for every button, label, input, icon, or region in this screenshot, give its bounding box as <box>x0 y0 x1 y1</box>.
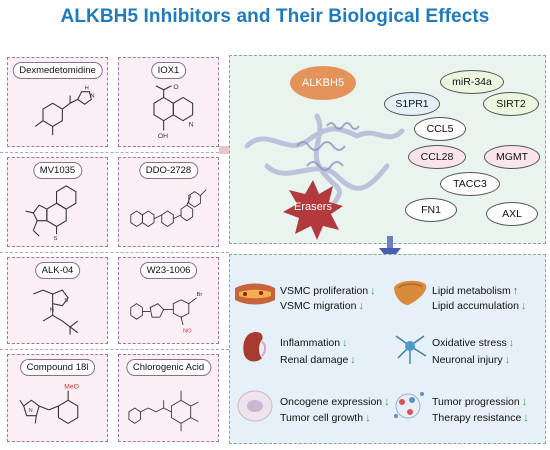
inhibitor-card-ddo-2728: DDO-2728 <box>118 157 219 247</box>
hydroxyl-label: OH <box>158 133 168 140</box>
svg-text:N: N <box>90 93 94 99</box>
divider <box>0 152 229 153</box>
effect-label: Lipid accumulation <box>432 300 519 312</box>
effect-label: Neuronal injury <box>432 354 503 366</box>
effect-item: Inflammation↓ <box>280 337 348 350</box>
decrease-arrow-icon: ↓ <box>342 337 348 349</box>
decrease-arrow-icon: ↓ <box>350 354 356 366</box>
tumor-cells-icon <box>394 392 424 419</box>
inhibitor-name: Chlorogenic Acid <box>125 359 212 376</box>
chemical-structure-icon: OH O N <box>125 82 212 140</box>
effect-item: Oxidative stress↓ <box>432 337 514 350</box>
effect-label: Oncogene expression <box>280 396 383 408</box>
target-mgmt: MGMT <box>484 145 540 169</box>
effect-label: Therapy resistance <box>432 412 522 424</box>
effect-item: Therapy resistance↓ <box>432 412 529 425</box>
erasers-label: Erasers <box>294 201 332 213</box>
inhibitor-name: IOX1 <box>150 62 187 79</box>
chemical-structure-icon: MeO N <box>14 379 101 435</box>
effect-item: Neuronal injury↓ <box>432 354 510 367</box>
inhibitor-card-compound-18l: Compound 18l MeO N <box>7 354 108 442</box>
effect-item: Lipid accumulation↓ <box>432 300 526 313</box>
blood-vessel-icon <box>235 283 275 305</box>
effect-item: VSMC proliferation↓ <box>280 285 376 298</box>
target-mir-34a: miR-34a <box>440 70 504 94</box>
svg-text:N: N <box>189 121 194 128</box>
target-fn1: FN1 <box>405 198 457 222</box>
svg-text:NO: NO <box>183 329 192 335</box>
page-title: ALKBH5 Inhibitors and Their Biological E… <box>60 6 490 27</box>
decrease-arrow-icon: ↓ <box>365 412 371 424</box>
methoxy-label: MeO <box>64 384 79 391</box>
svg-text:S: S <box>64 298 68 304</box>
svg-text:H: H <box>85 86 89 92</box>
effect-label: Tumor progression <box>432 396 520 408</box>
kidney-icon <box>243 332 266 362</box>
effect-label: Inflammation <box>280 337 341 349</box>
alkbh5-enzyme: ALKBH5 <box>290 66 356 100</box>
decrease-arrow-icon: ↓ <box>504 354 511 366</box>
decrease-arrow-icon: ↓ <box>521 396 528 408</box>
cell-icon <box>237 390 273 422</box>
effect-item: Lipid metabolism↑ <box>432 285 518 298</box>
chemical-structure-icon <box>125 182 212 240</box>
decrease-arrow-icon: ↓ <box>358 300 364 312</box>
decrease-arrow-icon: ↓ <box>508 337 515 349</box>
inhibitor-card-chlorogenic-acid: Chlorogenic Acid <box>118 354 219 442</box>
svg-text:N: N <box>29 408 33 414</box>
effect-item: Renal damage↓ <box>280 354 356 367</box>
effect-label: Renal damage <box>280 354 349 366</box>
decrease-arrow-icon: ↓ <box>523 412 529 424</box>
target-sirt2: SIRT2 <box>483 92 539 116</box>
chemical-structure-icon: H N <box>14 82 101 140</box>
neuron-icon <box>395 335 427 364</box>
svg-text:Br: Br <box>197 292 203 298</box>
effect-item: VSMC migration↓ <box>280 300 364 313</box>
inhibitor-card-alk-04: ALK-04 S N <box>7 257 108 344</box>
effect-item: Oncogene expression↓ <box>280 396 390 409</box>
effect-label: VSMC proliferation <box>280 285 369 297</box>
chemical-structure-icon: S N <box>14 282 101 337</box>
decrease-arrow-icon: ↓ <box>520 300 527 312</box>
increase-arrow-icon: ↑ <box>512 285 519 297</box>
target-ccl5: CCL5 <box>414 117 466 141</box>
inhibitor-name: W23-1006 <box>139 262 198 279</box>
target-s1pr1: S1PR1 <box>384 92 440 116</box>
target-axl: AXL <box>486 202 538 226</box>
inhibitor-card-dexmedetomidine: Dexmedetomidine H N <box>7 57 108 147</box>
effect-item: Tumor cell growth↓ <box>280 412 371 425</box>
protein-structure-icon <box>244 113 405 209</box>
target-tacc3: TACC3 <box>440 172 500 196</box>
effect-label: Oxidative stress <box>432 337 507 349</box>
inhibitor-card-mv1035: MV1035 S <box>7 157 108 247</box>
effect-item: Tumor progression↓ <box>432 396 527 409</box>
inhibitor-name: MV1035 <box>32 162 83 179</box>
chemical-structure-icon: Br NO <box>125 282 212 337</box>
target-ccl28: CCL28 <box>408 145 466 169</box>
biological-effects-panel <box>229 254 546 444</box>
effect-label: Tumor cell growth <box>280 412 364 424</box>
liver-icon <box>394 280 427 305</box>
effect-label: VSMC migration <box>280 300 357 312</box>
inhibitor-name: Compound 18l <box>19 359 96 376</box>
svg-text:S: S <box>54 236 58 240</box>
oxygen-label: O <box>173 84 178 91</box>
divider <box>0 349 229 350</box>
inhibitor-card-w23-1006: W23-1006 Br NO <box>118 257 219 344</box>
inhibitor-name: Dexmedetomidine <box>12 62 103 79</box>
erasers-starburst-icon <box>283 180 343 240</box>
decrease-arrow-icon: ↓ <box>384 396 390 408</box>
divider <box>0 252 229 253</box>
effect-label: Lipid metabolism <box>432 285 511 297</box>
decrease-arrow-icon: ↓ <box>370 285 376 297</box>
inhibitor-name: DDO-2728 <box>138 162 199 179</box>
inhibitor-name: ALK-04 <box>34 262 81 279</box>
chemical-structure-icon: S <box>14 182 101 242</box>
inhibitor-card-iox1: IOX1 OH O N <box>118 57 219 147</box>
svg-text:N: N <box>50 307 54 313</box>
chemical-structure-icon <box>125 379 212 435</box>
